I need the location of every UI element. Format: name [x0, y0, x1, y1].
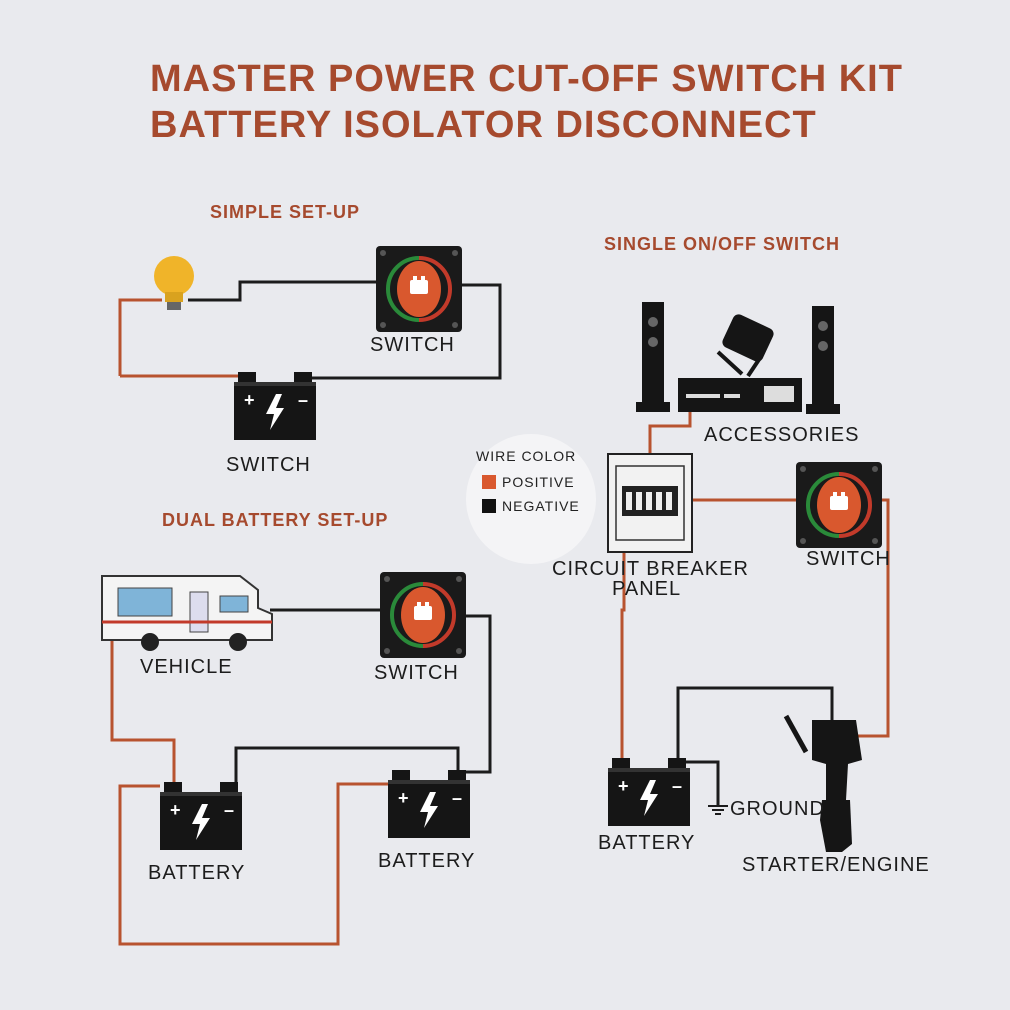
title-line-1: MASTER POWER CUT-OFF SWITCH KIT — [150, 58, 903, 100]
panel-label-line-1: CIRCUIT BREAKER — [552, 558, 749, 580]
dual-battery-2-icon — [388, 770, 470, 838]
single-battery-label: BATTERY — [598, 832, 696, 854]
title-line-2: BATTERY ISOLATOR DISCONNECT — [150, 104, 817, 146]
engine-label: STARTER/ENGINE — [742, 854, 930, 876]
breaker-panel-icon — [607, 453, 693, 553]
simple-battery-label: SWITCH — [226, 454, 311, 476]
panel-label-line-2: PANEL — [612, 578, 682, 600]
legend-positive-label: POSITIVE — [502, 474, 575, 490]
legend-negative: NEGATIVE — [482, 498, 580, 514]
negative-swatch — [482, 499, 496, 513]
ground-label: GROUND — [730, 798, 825, 820]
simple-setup-heading: SIMPLE SET-UP — [210, 202, 361, 222]
speaker-icon — [636, 302, 670, 412]
dual-switch-label: SWITCH — [374, 662, 459, 684]
rv-camper-icon — [101, 575, 273, 651]
outboard-engine-icon — [783, 714, 862, 852]
legend-negative-label: NEGATIVE — [502, 498, 580, 514]
dual-setup-wires — [110, 608, 492, 946]
vehicle-label: VEHICLE — [140, 656, 233, 678]
accessories-label: ACCESSORIES — [704, 424, 860, 446]
simple-setup-wires — [118, 280, 502, 380]
speaker-icon — [806, 306, 840, 414]
single-switch-label: SWITCH — [806, 548, 891, 570]
receiver-icon — [678, 378, 802, 412]
simple-switch-icon — [374, 244, 464, 334]
simple-battery-icon — [234, 372, 316, 440]
light-bulb-icon — [154, 256, 194, 310]
single-battery-icon — [608, 758, 690, 826]
legend-title: WIRE COLOR — [476, 448, 577, 464]
single-setup-heading: SINGLE ON/OFF SWITCH — [604, 234, 840, 254]
single-switch-icon — [794, 460, 884, 550]
dual-battery-2-label: BATTERY — [378, 850, 476, 872]
dual-setup-heading: DUAL BATTERY SET-UP — [162, 510, 389, 530]
dual-battery-1-icon — [160, 782, 242, 850]
single-setup-wires — [620, 410, 890, 815]
positive-swatch — [482, 475, 496, 489]
legend-positive: POSITIVE — [482, 474, 575, 490]
dual-battery-1-label: BATTERY — [148, 862, 246, 884]
simple-switch-label: SWITCH — [370, 334, 455, 356]
dual-switch-icon — [378, 570, 468, 660]
stage-light-icon — [716, 314, 774, 378]
